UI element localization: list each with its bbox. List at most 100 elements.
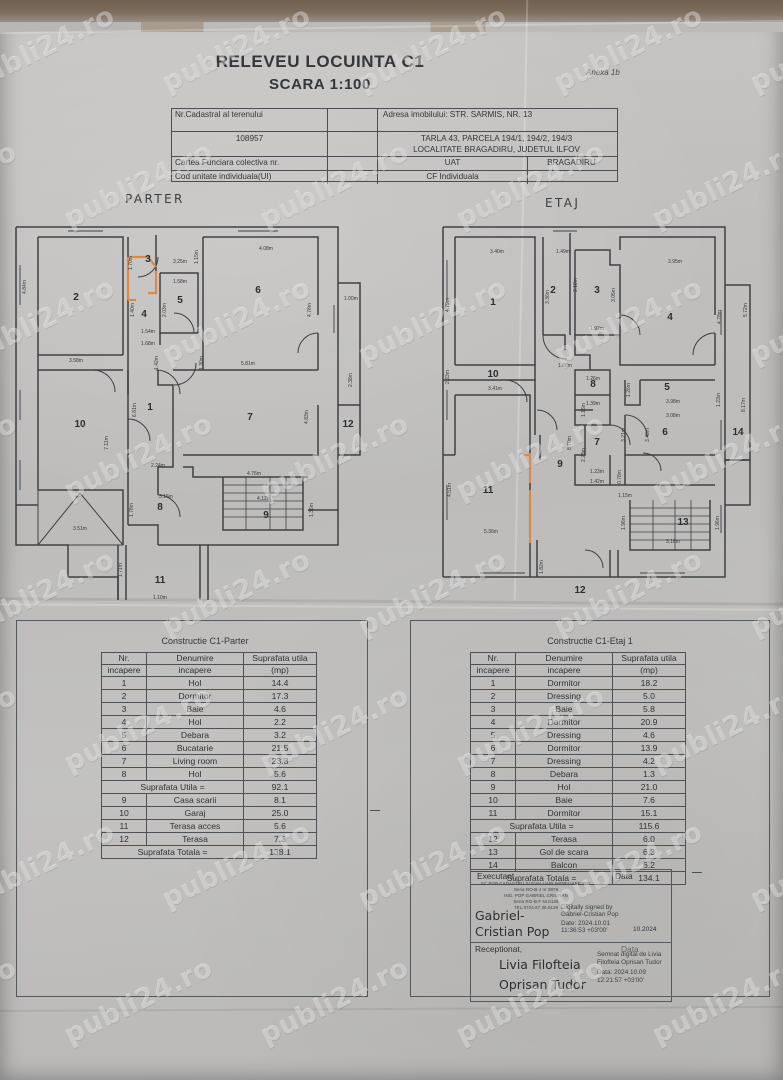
svg-text:1.49m: 1.49m	[556, 249, 570, 255]
svg-text:3.36m: 3.36m	[545, 290, 551, 304]
svg-text:1.42m: 1.42m	[590, 479, 604, 485]
svg-text:3.25m: 3.25m	[173, 259, 187, 265]
ground-floor-plan: 2 3 4 5 6 1 7 10 12 8 9 11 4.84m 3.58m 3…	[8, 205, 368, 605]
photo-top-edge	[0, 0, 783, 32]
room-number: 2	[73, 292, 79, 303]
row-nr: 9	[470, 780, 516, 794]
row-name: Living room	[146, 754, 244, 768]
svg-text:1.15m: 1.15m	[618, 493, 632, 499]
row-area: 13.9	[612, 741, 686, 755]
row-name: Dormitor	[515, 741, 613, 755]
svg-text:4.79m: 4.79m	[445, 298, 451, 312]
row-nr: 3	[470, 702, 516, 716]
unit-code-value	[327, 171, 377, 184]
ground-floor-label: PARTER	[125, 192, 185, 206]
svg-text:4.76m: 4.76m	[247, 471, 261, 477]
svg-text:2.24m: 2.24m	[151, 463, 165, 469]
table-subtotal-row: Suprafata Utila =92.1	[101, 780, 317, 794]
row-name: Gol de scara	[515, 845, 613, 859]
svg-text:1.78m: 1.78m	[129, 503, 135, 517]
row-nr: 7	[470, 754, 516, 768]
row-area: 7.6	[612, 793, 686, 807]
svg-text:7.11m: 7.11m	[104, 436, 110, 450]
row-area: 4.6	[243, 702, 317, 716]
svg-text:5.72m: 5.72m	[743, 303, 749, 317]
header-area-2: (mp)	[243, 664, 317, 677]
svg-text:3.95m: 3.95m	[668, 259, 682, 265]
header-area-2: (mp)	[612, 664, 686, 677]
cadastral-number-value: 108957	[235, 134, 264, 143]
address-line-2: TARLA 43, PARCELA 194/1, 194/2, 194/3	[420, 134, 573, 143]
subtotal-value: 115.6	[612, 819, 686, 833]
executant-signature-name: Gabriel-Cristian Pop	[475, 908, 550, 939]
header-name-1: Denumire	[146, 652, 244, 665]
upper-floor-area-table: Nr. Denumire Suprafata utila incapere in…	[470, 652, 686, 885]
svg-text:1.36m: 1.36m	[309, 503, 315, 517]
svg-text:3.58m: 3.58m	[69, 358, 83, 364]
receptionat-data-label: Data	[621, 944, 639, 954]
svg-text:1.70m: 1.70m	[128, 256, 134, 270]
table-header-row-2: incapere incapere (mp)	[470, 664, 686, 677]
receptionat-label: Receptionat,	[475, 944, 523, 954]
room-number: 14	[732, 427, 744, 438]
total-value: 138.1	[243, 845, 317, 859]
unit-code-label: Cod unitate individuala(UI)	[175, 172, 272, 181]
header-nr-2: incapere	[101, 664, 147, 677]
svg-text:2.38m: 2.38m	[348, 373, 354, 387]
room-number: 6	[255, 285, 261, 296]
row-nr: 6	[470, 741, 516, 755]
table-total-row: Suprafata Totala =134.1	[470, 871, 686, 885]
svg-text:1.40m: 1.40m	[130, 303, 136, 317]
stamp-line-1: SC POP CADASTRU SI EVALUARI IMOBILIARE S…	[480, 881, 592, 886]
room-number: 3	[145, 254, 151, 265]
land-book-label: Cartea Funciara colectiva nr.	[175, 158, 280, 167]
table-subtotal-row: Suprafata Utila =115.6	[470, 819, 686, 833]
room-number: 7	[247, 412, 253, 423]
cf-value	[527, 171, 615, 184]
row-area: 21.5	[243, 741, 317, 755]
svg-text:3.41m: 3.41m	[488, 386, 502, 392]
header-name-2: incapere	[146, 664, 244, 677]
row-area: 17.3	[243, 689, 317, 703]
svg-text:1.82m: 1.82m	[539, 560, 545, 574]
table-header-row: Nr. Denumire Suprafata utila	[470, 652, 686, 665]
row-name: Casa scarii	[146, 793, 244, 807]
address-line-3: LOCALITATE BRAGADIRU, JUDETUL ILFOV	[413, 145, 580, 154]
svg-text:6.81m: 6.81m	[132, 403, 138, 417]
executant-label: Executant,	[477, 871, 517, 881]
svg-text:3.08m: 3.08m	[666, 413, 680, 419]
svg-text:1.23m: 1.23m	[716, 393, 722, 407]
svg-text:3.16m: 3.16m	[159, 494, 173, 500]
executant-date: 10.2024	[633, 926, 657, 933]
row-name: Baie	[515, 702, 613, 716]
row-area: 4.2	[612, 754, 686, 768]
address-line-1: Adresa imobilului: STR. SARMIS, NR. 13	[377, 109, 537, 131]
land-book-value	[327, 157, 377, 170]
room-number: 7	[594, 437, 600, 448]
margin-tick	[370, 810, 380, 811]
upper-floor-label: ETAJ	[545, 196, 581, 210]
receptionat-digital-sig-2: Filofteia Oprisan Tudor	[597, 959, 662, 966]
row-nr: 2	[101, 689, 147, 703]
executant-digital-sig-1: Digitally signed by	[561, 904, 613, 911]
header-area-1: Suprafata utila	[612, 652, 686, 665]
stamp-line-5: TEL:0724.67.36.0128	[513, 905, 559, 910]
row-name: Baie	[146, 702, 244, 716]
executant-digital-sig-2: Gabriel-Cristian Pop	[561, 911, 619, 918]
annex-label: Anexa 1b	[586, 68, 620, 77]
table-total-row: Suprafata Totala =138.1	[101, 845, 317, 859]
cadastral-number-label: Nr.Cadastral al terenului	[175, 110, 263, 119]
row-name: Hol	[515, 780, 613, 794]
room-number: 3	[594, 285, 600, 296]
row-name: Baie	[515, 793, 613, 807]
row-nr: 4	[101, 715, 147, 729]
row-area: 8.1	[243, 793, 317, 807]
row-nr: 6	[101, 741, 147, 755]
row-nr: 9	[101, 793, 147, 807]
